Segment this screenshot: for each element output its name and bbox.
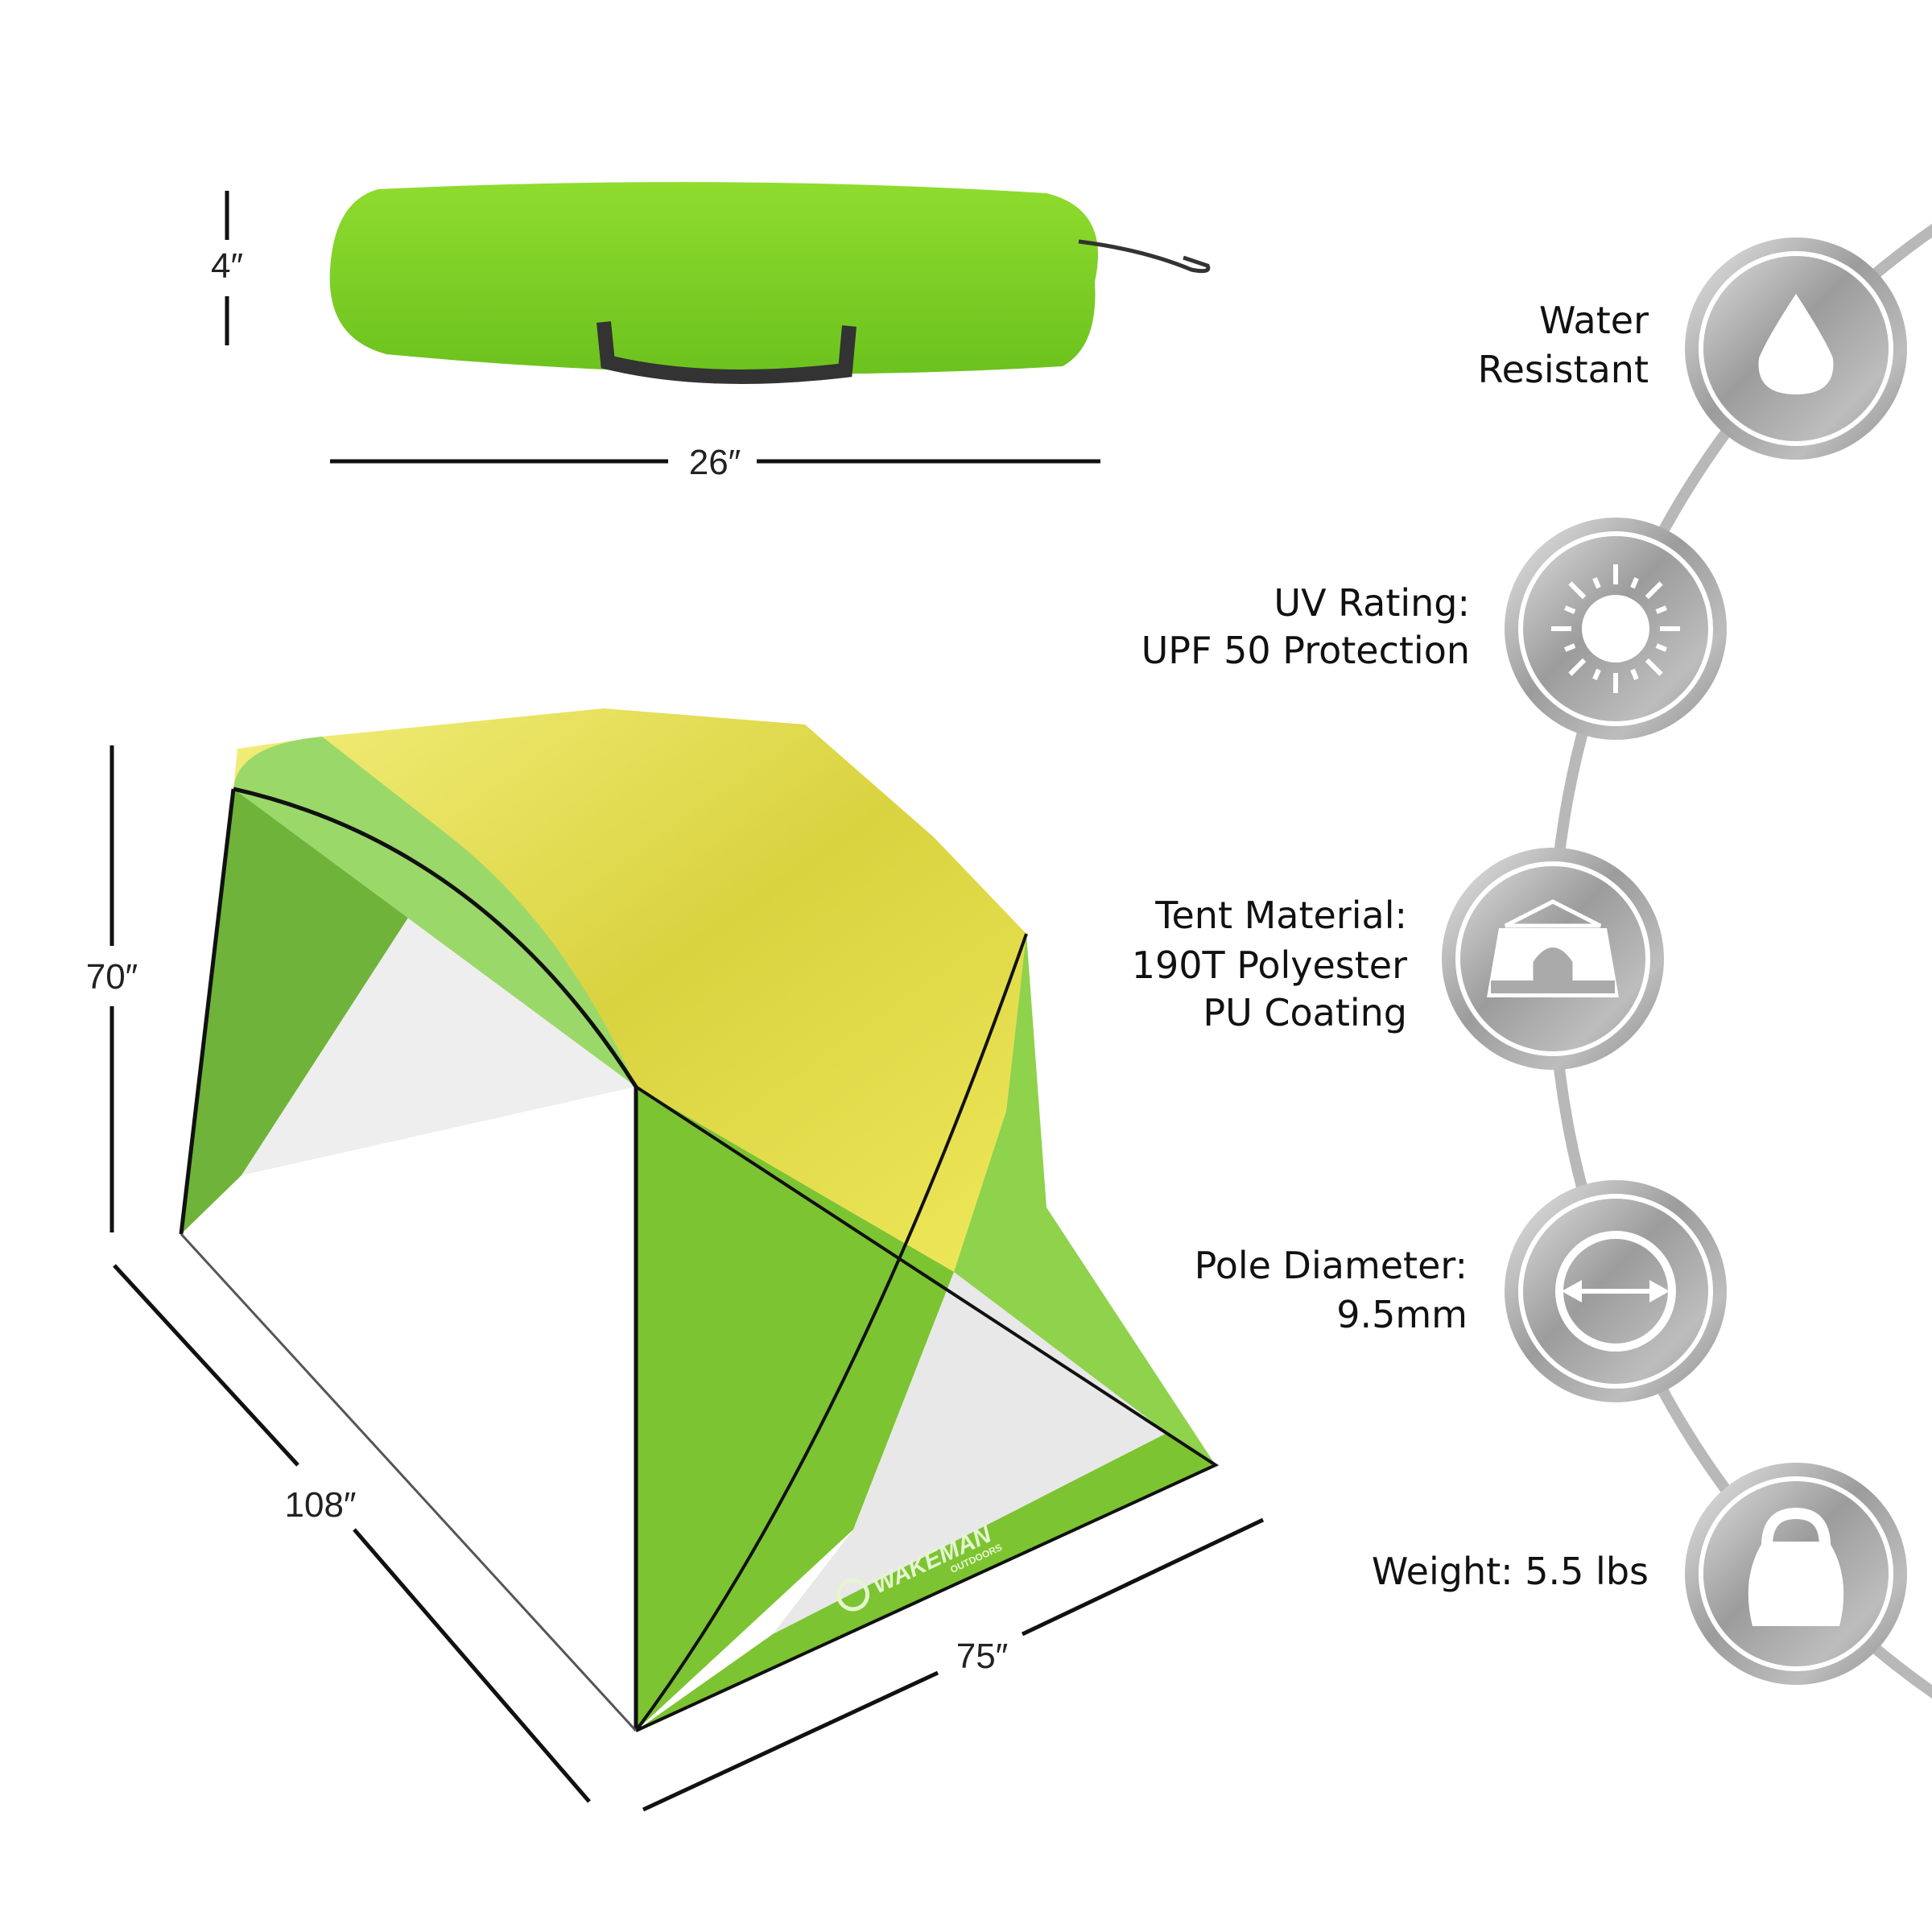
sun-ray xyxy=(1568,658,1587,676)
bag-length-label: 26″ xyxy=(689,443,741,482)
sun-ray xyxy=(1592,668,1601,680)
tent-icon xyxy=(1487,899,1619,997)
feature-label-line: UPF 50 Protection xyxy=(1141,629,1470,672)
sun-ray xyxy=(1592,577,1601,589)
feature-label-line: 9.5mm xyxy=(1336,1293,1468,1336)
sun-icon xyxy=(1551,564,1680,693)
feature-label-line: Weight: 5.5 lbs xyxy=(1372,1550,1649,1593)
feature-weight: Weight: 5.5 lbs xyxy=(1372,1463,1907,1685)
feature-pole-diameter: Pole Diameter: 9.5mm xyxy=(1195,1180,1727,1402)
sun-ray xyxy=(1564,643,1576,652)
feature-label-line: Tent Material: xyxy=(1154,894,1407,937)
tent-height-label: 70″ xyxy=(86,957,138,997)
feature-label-line: Water xyxy=(1539,299,1649,342)
sun-ray xyxy=(1655,643,1667,652)
sun-ray xyxy=(1564,605,1576,614)
feature-water-resistant: Water Resistant xyxy=(1478,237,1907,460)
feature-label-line: 190T Polyester xyxy=(1132,943,1407,987)
tent-width-label: 75″ xyxy=(956,1637,1009,1676)
sun-ray xyxy=(1645,581,1663,600)
feature-uv-rating: UV Rating: UPF 50 Protection xyxy=(1141,518,1727,740)
feature-label-line: UV Rating: xyxy=(1274,581,1470,625)
tent-width-dimension: 75″ xyxy=(642,1517,1265,1812)
feature-label-line: Resistant xyxy=(1478,348,1649,391)
tent-depth-label: 108″ xyxy=(285,1485,357,1525)
tent-illustration: WAKEMAN OUTDOORS xyxy=(179,708,1220,1732)
sun-ray xyxy=(1645,658,1663,676)
sun-ray xyxy=(1568,581,1587,600)
bag-height-dimension: 4″ xyxy=(211,191,243,345)
bag-length-dimension: 26″ xyxy=(330,443,1100,482)
sun-ray xyxy=(1630,577,1639,589)
feature-label-line: PU Coating xyxy=(1203,991,1407,1034)
sun-ray xyxy=(1655,605,1667,614)
kettlebell-weight-icon xyxy=(1748,1507,1844,1626)
water-drop-icon xyxy=(1758,294,1834,394)
diameter-arrows-icon xyxy=(1555,1231,1676,1352)
feature-tent-material: Tent Material: 190T Polyester PU Coating xyxy=(1132,848,1664,1070)
tent-depth-dimension: 108″ xyxy=(113,1264,591,1803)
packed-bag-illustration xyxy=(329,182,1211,384)
bag-height-label: 4″ xyxy=(211,246,243,286)
tent-height-dimension: 70″ xyxy=(86,745,138,1232)
feature-label-line: Pole Diameter: xyxy=(1195,1244,1468,1287)
sun-ray xyxy=(1630,668,1639,680)
